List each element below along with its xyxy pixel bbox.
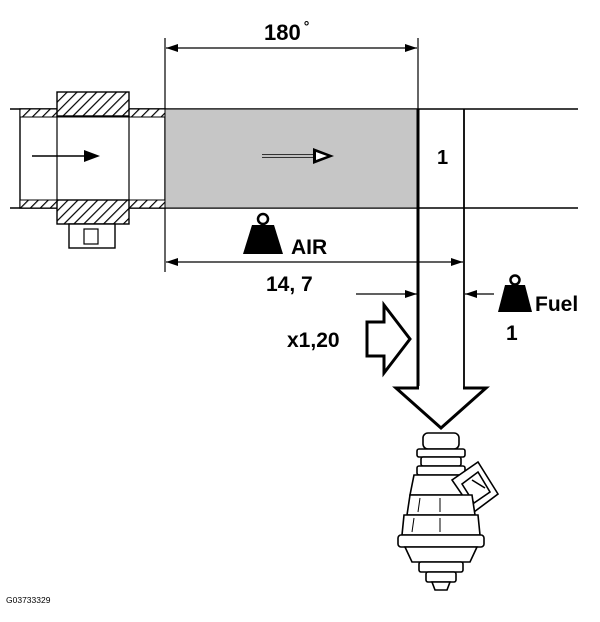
air-ratio-dimension bbox=[164, 208, 463, 272]
angle-dimension bbox=[164, 38, 419, 109]
arrow-right-icon bbox=[262, 148, 334, 164]
fuel-width-dimension bbox=[356, 290, 494, 298]
cylinder-1-channel bbox=[416, 109, 465, 388]
air-charge bbox=[164, 108, 419, 209]
air-mass-sensor bbox=[19, 91, 166, 249]
weight-icon bbox=[498, 274, 532, 312]
weight-icon bbox=[243, 212, 283, 254]
multiplier: x1,20 bbox=[287, 329, 340, 352]
figure-id: G03733329 bbox=[6, 595, 51, 605]
fuel-injector-icon bbox=[397, 432, 500, 591]
cylinder-label: 1 bbox=[437, 147, 448, 169]
arrow-down-icon bbox=[392, 386, 490, 431]
hollow-arrow-right-icon bbox=[365, 300, 412, 378]
air-label: AIR bbox=[291, 236, 327, 259]
air-ratio: 14, 7 bbox=[266, 273, 313, 296]
fuel-label: Fuel bbox=[535, 293, 578, 316]
arrow-right-icon bbox=[32, 150, 100, 162]
fuel-ratio: 1 bbox=[506, 322, 518, 345]
angle-label: 180° bbox=[264, 18, 309, 45]
